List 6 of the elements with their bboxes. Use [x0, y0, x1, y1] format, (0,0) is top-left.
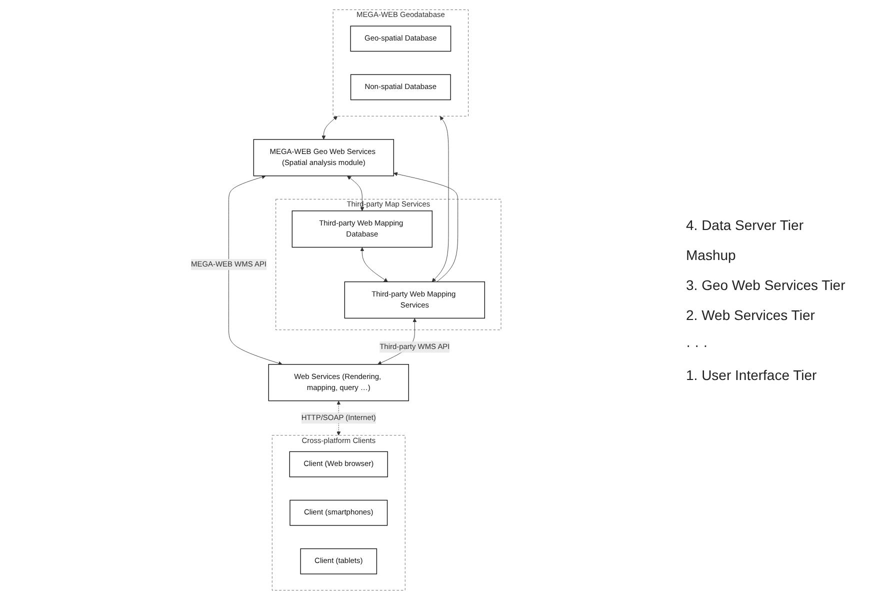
note-label: Mashup	[686, 247, 737, 263]
note-label: · · ·	[686, 337, 709, 353]
note-label: 3. Geo Web Services Tier	[686, 277, 846, 293]
note-label: 2. Web Services Tier	[686, 307, 816, 323]
note-label: 4. Data Server Tier	[686, 217, 804, 233]
note-label: 1. User Interface Tier	[686, 367, 818, 383]
